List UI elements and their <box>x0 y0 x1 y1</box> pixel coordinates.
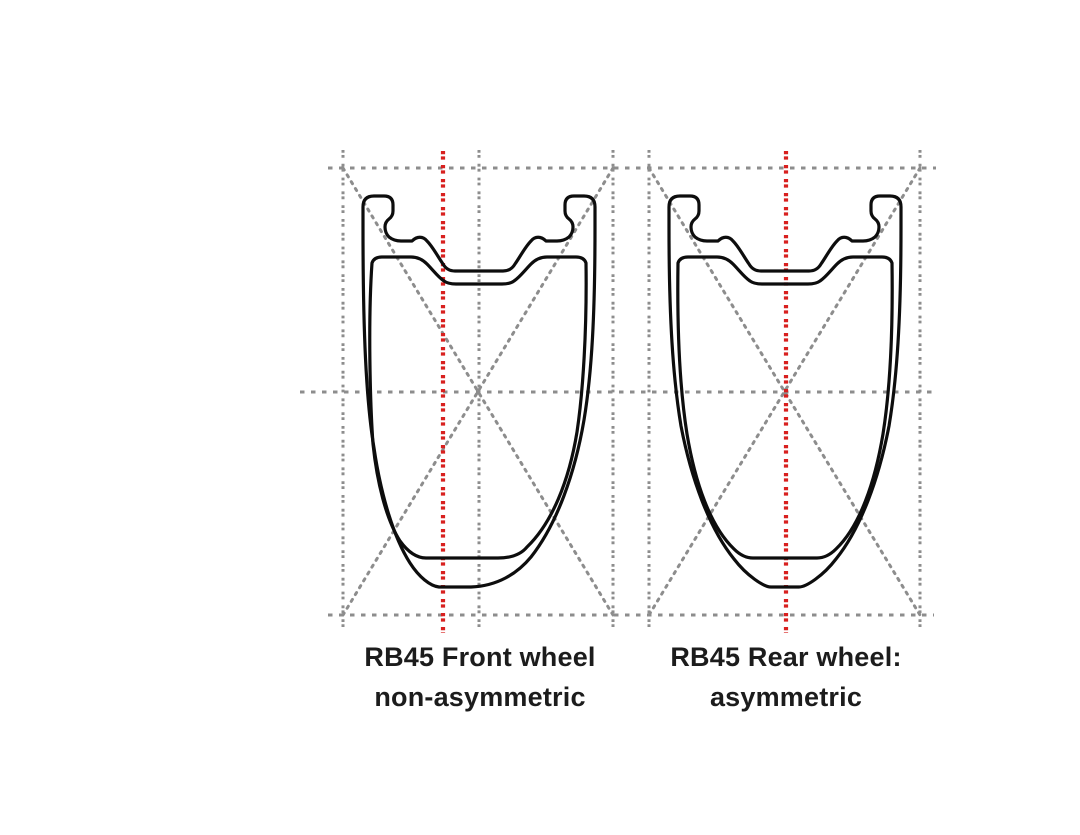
rear-rim-cross-section <box>667 194 903 589</box>
rear-wheel-caption: RB45 Rear wheel: asymmetric <box>616 637 956 717</box>
rear-diagonal-guide-1 <box>647 166 922 617</box>
rear-rim-inner-cavity <box>676 255 894 560</box>
rear-wheel-caption-line1: RB45 Rear wheel: <box>670 642 902 672</box>
rear-rim-outer-wall <box>667 194 903 589</box>
front-rim-outer-wall <box>361 194 597 589</box>
front-wheel-caption: RB45 Front wheel non-asymmetric <box>310 637 650 717</box>
front-wheel-caption-line1: RB45 Front wheel <box>364 642 596 672</box>
rear-diagonal-guide-2 <box>647 166 922 617</box>
front-wheel-caption-line2: non-asymmetric <box>374 682 586 712</box>
front-diagonal-guide-2 <box>341 166 615 617</box>
front-wheel-guides <box>341 150 615 631</box>
rear-wheel-caption-line2: asymmetric <box>709 682 863 712</box>
rear-wheel-guides <box>647 150 922 631</box>
front-rim-inner-cavity <box>368 255 588 560</box>
horizontal-guides <box>300 166 936 617</box>
front-diagonal-guide-1 <box>341 166 615 617</box>
front-rim-cross-section <box>361 194 597 589</box>
